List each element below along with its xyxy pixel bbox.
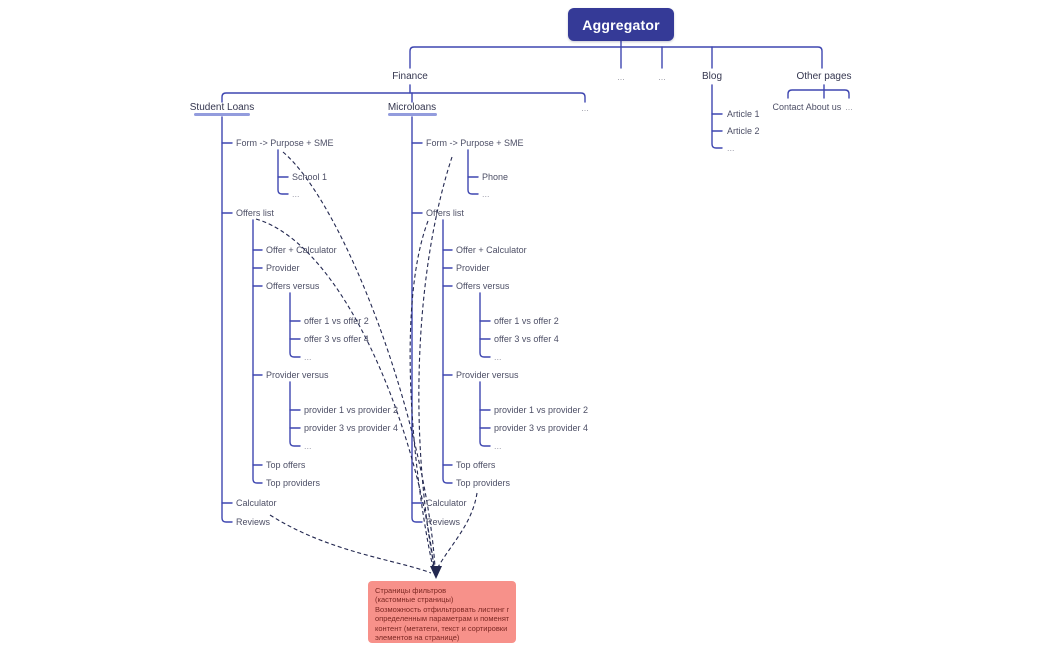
- node-top-offers[interactable]: Top offers: [456, 460, 496, 470]
- node-offers-list[interactable]: Offers list: [426, 208, 464, 218]
- node-offers-versus[interactable]: Offers versus: [266, 281, 320, 291]
- student-loans-underline: [194, 113, 250, 116]
- node-offer-vs[interactable]: offer 3 vs offer 4: [494, 334, 559, 344]
- node-top-offers[interactable]: Top offers: [266, 460, 306, 470]
- node-microloans[interactable]: Microloans: [387, 102, 437, 113]
- node-ellipsis[interactable]: ...: [494, 441, 502, 451]
- node-offer-vs[interactable]: offer 3 vs offer 4: [304, 334, 369, 344]
- node-form[interactable]: Form -> Purpose + SME: [426, 138, 524, 148]
- tree-connectors: [221, 40, 850, 523]
- node-form[interactable]: Form -> Purpose + SME: [236, 138, 334, 148]
- node-offer-calculator[interactable]: Offer + Calculator: [456, 245, 527, 255]
- node-student-loans[interactable]: Student Loans: [189, 102, 255, 113]
- node-provider-vs[interactable]: provider 3 vs provider 4: [304, 423, 399, 433]
- node-offer-vs[interactable]: offer 1 vs offer 2: [494, 316, 559, 326]
- node-offers-list[interactable]: Offers list: [236, 208, 274, 218]
- node-ellipsis[interactable]: ...: [845, 102, 853, 112]
- node-article[interactable]: Article 2: [727, 126, 760, 136]
- node-form-child[interactable]: Phone: [482, 172, 509, 182]
- node-blog[interactable]: Blog: [701, 71, 722, 82]
- node-ellipsis[interactable]: ...: [304, 352, 312, 362]
- note-line: элементов на странице): [375, 633, 460, 643]
- node-offer-calculator[interactable]: Offer + Calculator: [266, 245, 337, 255]
- node-article[interactable]: Article 1: [727, 109, 760, 119]
- node-ellipsis-top-2[interactable]: ...: [658, 72, 666, 82]
- node-top-providers[interactable]: Top providers: [456, 478, 511, 488]
- note-line: (кастомные страницы): [375, 595, 454, 605]
- note-line: определенным параметрам и поменять: [375, 614, 509, 624]
- node-other-pages[interactable]: Other pages: [796, 71, 852, 82]
- node-ellipsis[interactable]: ...: [494, 352, 502, 362]
- node-reviews[interactable]: Reviews: [236, 517, 271, 527]
- node-reviews[interactable]: Reviews: [426, 517, 461, 527]
- node-form-child[interactable]: School 1: [292, 172, 328, 182]
- node-provider-vs[interactable]: provider 1 vs provider 2: [304, 405, 399, 415]
- node-calculator[interactable]: Calculator: [426, 498, 467, 508]
- node-calculator[interactable]: Calculator: [236, 498, 277, 508]
- node-provider[interactable]: Provider: [456, 263, 490, 273]
- node-provider-vs[interactable]: provider 1 vs provider 2: [494, 405, 589, 415]
- node-ellipsis-top-1[interactable]: ...: [617, 72, 625, 82]
- node-finance[interactable]: Finance: [392, 71, 428, 82]
- arrowhead-icon: [430, 566, 442, 579]
- filter-pages-note[interactable]: Страницы фильтров (кастомные страницы) В…: [368, 581, 516, 643]
- note-line: Возможность отфильтровать листинг по: [375, 604, 509, 614]
- note-line: контент (метатеги, текст и сортировки: [375, 623, 508, 633]
- node-provider-versus[interactable]: Provider versus: [266, 370, 329, 380]
- node-provider[interactable]: Provider: [266, 263, 300, 273]
- node-offer-vs[interactable]: offer 1 vs offer 2: [304, 316, 369, 326]
- node-ellipsis[interactable]: ...: [727, 143, 735, 153]
- node-ellipsis-finance[interactable]: ...: [581, 103, 589, 113]
- node-ellipsis[interactable]: ...: [482, 189, 490, 199]
- node-provider-vs[interactable]: provider 3 vs provider 4: [494, 423, 589, 433]
- node-contact[interactable]: Contact: [772, 102, 804, 112]
- node-ellipsis[interactable]: ...: [292, 189, 300, 199]
- node-top-providers[interactable]: Top providers: [266, 478, 321, 488]
- node-provider-versus[interactable]: Provider versus: [456, 370, 519, 380]
- node-about-us[interactable]: About us: [805, 102, 842, 112]
- filter-flow-dashed-arrows: [255, 151, 478, 574]
- node-aggregator[interactable]: Aggregator: [568, 8, 674, 41]
- note-line: Страницы фильтров: [375, 586, 447, 595]
- node-offers-versus[interactable]: Offers versus: [456, 281, 510, 291]
- node-ellipsis[interactable]: ...: [304, 441, 312, 451]
- microloans-underline: [388, 113, 437, 116]
